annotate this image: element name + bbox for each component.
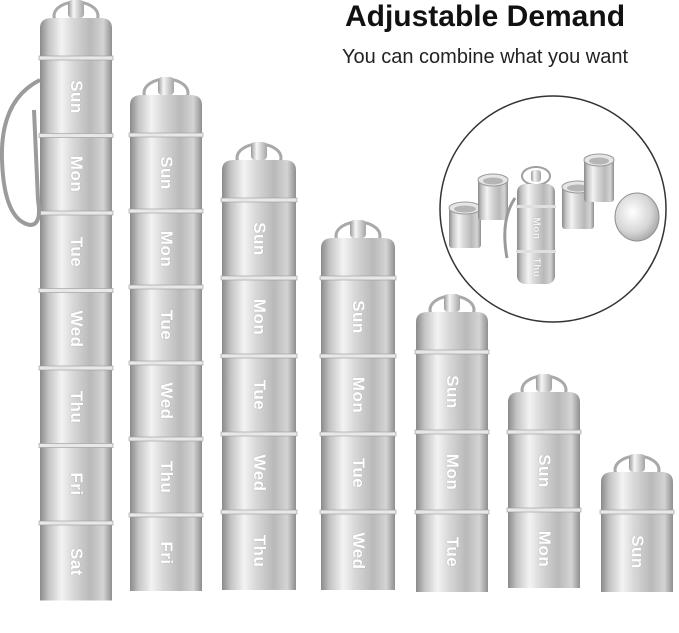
pill-segment xyxy=(40,368,112,446)
segment-seam xyxy=(128,132,204,138)
segment-seam xyxy=(599,509,675,515)
segment-seam xyxy=(220,353,298,359)
pill-segment xyxy=(416,432,488,512)
segment-seam xyxy=(38,55,114,61)
pill-segment xyxy=(130,287,202,363)
cap-top xyxy=(40,18,112,58)
mini-cup-left xyxy=(448,201,482,248)
mini-cup-body xyxy=(478,180,508,220)
pill-segment xyxy=(321,278,395,356)
pill-column-5 xyxy=(414,294,490,592)
cap-knob xyxy=(68,0,84,18)
cap-knob xyxy=(629,454,645,472)
pill-column-1 xyxy=(38,0,114,601)
pill-segment xyxy=(40,290,112,368)
cap-knob xyxy=(350,220,366,238)
inset-circle-photo xyxy=(439,95,667,323)
segment-seam xyxy=(414,349,490,355)
cap-top xyxy=(601,472,673,512)
segment-seam xyxy=(220,275,298,281)
pill-segment xyxy=(508,432,580,510)
pill-column-7 xyxy=(599,454,675,592)
segment-seam xyxy=(38,365,114,371)
mini-cup-inside xyxy=(567,184,589,192)
cap-knob xyxy=(251,142,267,160)
pill-segment xyxy=(130,211,202,287)
pill-segment xyxy=(222,512,296,590)
pill-segment xyxy=(222,200,296,278)
pill-segment xyxy=(222,434,296,512)
segment-seam xyxy=(414,429,490,435)
mini-carabiner xyxy=(503,197,517,259)
pill-columns xyxy=(0,0,675,601)
pill-column-6 xyxy=(506,374,582,588)
mini-end-cap xyxy=(614,192,660,242)
segment-seam xyxy=(38,443,114,448)
mini-column xyxy=(517,184,555,284)
cap-top xyxy=(222,160,296,200)
mini-cup-body xyxy=(584,160,614,202)
carabiner-clip xyxy=(0,78,41,228)
pill-segment xyxy=(321,512,395,590)
pill-column-4 xyxy=(319,220,397,590)
pill-segment xyxy=(40,135,112,213)
segment-seam xyxy=(128,512,204,518)
page-subtitle: You can combine what you want xyxy=(341,46,629,68)
pill-segment xyxy=(321,434,395,512)
segment-seam xyxy=(128,436,204,442)
pill-segment xyxy=(416,512,488,592)
mini-cup-inside xyxy=(454,205,476,213)
pill-segment xyxy=(130,439,202,515)
pill-segment xyxy=(40,213,112,291)
segment-seam xyxy=(128,360,204,366)
pill-segment xyxy=(508,510,580,588)
segment-seam xyxy=(38,288,114,293)
segment-seam xyxy=(38,210,114,216)
segment-seam xyxy=(220,431,298,437)
pill-segment xyxy=(40,445,112,523)
mini-cup-right-back xyxy=(583,153,615,202)
mini-seam xyxy=(516,250,556,253)
segment-seam xyxy=(319,509,397,515)
mini-cup-left-back xyxy=(477,173,509,220)
pill-segment xyxy=(222,278,296,356)
cap-top xyxy=(321,238,395,278)
cap-top xyxy=(130,95,202,135)
segment-seam xyxy=(220,509,298,515)
cap-knob xyxy=(444,294,460,312)
segment-seam xyxy=(319,275,397,281)
segment-seam xyxy=(38,520,114,526)
mini-cup-body xyxy=(449,208,481,248)
cap-knob xyxy=(158,77,174,95)
segment-seam xyxy=(220,197,298,203)
pill-segment xyxy=(130,363,202,439)
mini-knob xyxy=(531,170,541,182)
segment-seam xyxy=(38,133,114,138)
segment-seam xyxy=(414,509,490,515)
cap-top xyxy=(508,392,580,432)
pill-column-2 xyxy=(128,77,204,591)
pill-segment xyxy=(40,58,112,136)
segment-seam xyxy=(506,507,582,513)
pill-segment xyxy=(130,135,202,211)
pill-column-3 xyxy=(220,142,298,590)
page-title: Adjustable Demand xyxy=(344,0,626,33)
segment-seam xyxy=(319,353,397,359)
cap-top xyxy=(416,312,488,352)
segment-seam xyxy=(128,284,204,290)
segment-seam xyxy=(128,208,204,214)
pill-segment xyxy=(321,356,395,434)
pill-segment xyxy=(416,352,488,432)
segment-seam xyxy=(506,429,582,435)
cap-knob xyxy=(536,374,552,392)
mini-seam xyxy=(516,205,556,208)
pill-segment xyxy=(222,356,296,434)
pill-segment xyxy=(130,515,202,591)
pill-segment xyxy=(40,523,112,601)
mini-cup-inside xyxy=(483,177,503,185)
pill-segment xyxy=(601,512,673,592)
mini-cup-inside xyxy=(589,157,609,165)
segment-seam xyxy=(319,431,397,437)
